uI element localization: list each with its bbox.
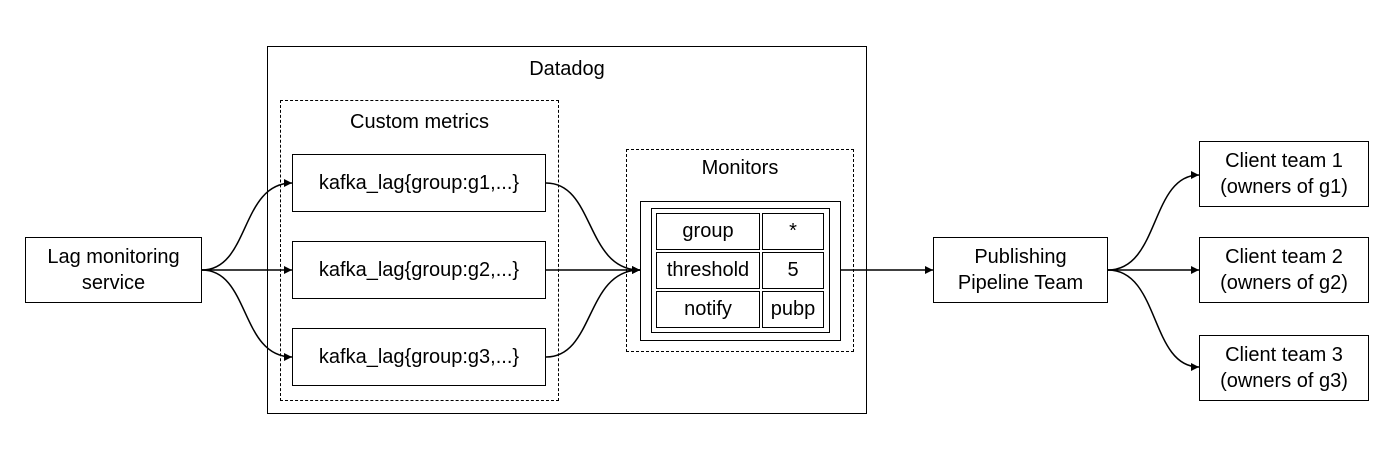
lag-monitoring-service-box: Lag monitoring service bbox=[25, 237, 202, 303]
metric-box-g1: kafka_lag{group:g1,...} bbox=[292, 154, 546, 212]
datadog-title: Datadog bbox=[529, 58, 605, 80]
edge-lag-to-metric-1 bbox=[201, 179, 293, 271]
monitor-table-inner bbox=[651, 208, 830, 333]
edge-metric-3-to-monitor bbox=[545, 266, 641, 358]
edge-publishing-to-client-1 bbox=[1107, 171, 1200, 271]
edge-lag-to-metric-3 bbox=[201, 269, 293, 361]
monitor-value-group: * bbox=[762, 213, 824, 250]
edge-metric-1-to-monitor bbox=[545, 182, 641, 274]
monitor-key-notify: notify bbox=[656, 291, 760, 328]
custom-metrics-group bbox=[280, 100, 559, 401]
client-team-3-box: Client team 3 (owners of g3) bbox=[1199, 335, 1369, 401]
client-team-1-box: Client team 1 (owners of g1) bbox=[1199, 141, 1369, 207]
monitor-value-notify: pubp bbox=[762, 291, 824, 328]
monitor-key-threshold: threshold bbox=[656, 252, 760, 289]
metric-box-g3: kafka_lag{group:g3,...} bbox=[292, 328, 546, 386]
metric-box-g2: kafka_lag{group:g2,...} bbox=[292, 241, 546, 299]
monitor-value-threshold: 5 bbox=[762, 252, 824, 289]
datadog-container bbox=[267, 46, 867, 414]
custom-metrics-title: Custom metrics bbox=[350, 111, 489, 133]
publishing-pipeline-team-box: Publishing Pipeline Team bbox=[933, 237, 1108, 303]
edge-publishing-to-client-3 bbox=[1107, 269, 1200, 371]
monitors-group bbox=[626, 149, 854, 352]
monitors-title: Monitors bbox=[701, 157, 779, 179]
client-team-2-box: Client team 2 (owners of g2) bbox=[1199, 237, 1369, 303]
monitor-key-group: group bbox=[656, 213, 760, 250]
monitor-table-outer bbox=[640, 201, 841, 341]
